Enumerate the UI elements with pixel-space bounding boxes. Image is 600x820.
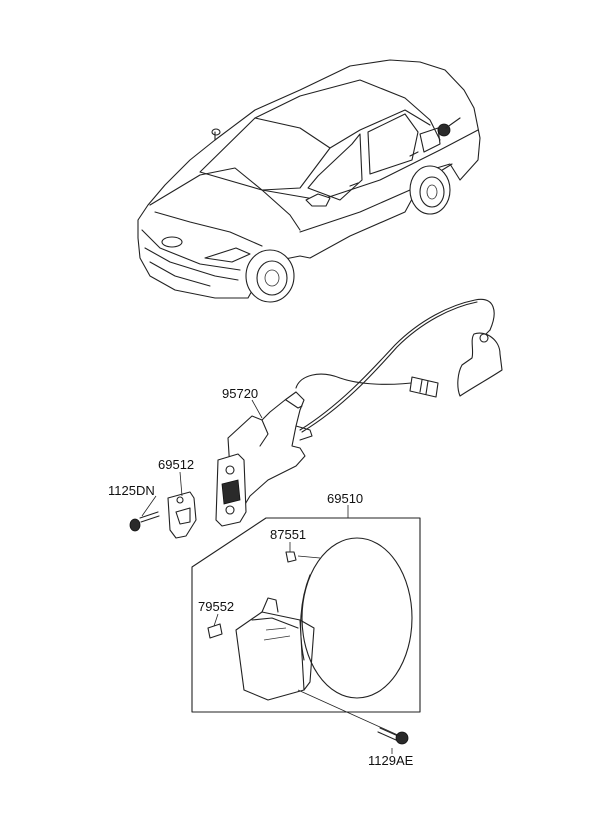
screw-1129ae — [377, 727, 409, 745]
label-79552: 79552 — [198, 599, 235, 614]
car-illustration — [137, 59, 481, 303]
leader-lines — [141, 399, 401, 754]
bumper-87551 — [285, 551, 297, 563]
release-cable-assembly — [227, 298, 503, 507]
label-69512: 69512 — [158, 457, 195, 472]
label-95720: 95720 — [222, 386, 259, 401]
screw-1125dn — [129, 511, 160, 532]
assembly-box — [191, 517, 421, 713]
filler-housing — [235, 597, 315, 701]
label-87551: 87551 — [270, 527, 307, 542]
fuel-filler-door — [300, 537, 413, 699]
label-1125dn: 1125DN — [108, 483, 155, 498]
label-69510: 69510 — [327, 491, 364, 506]
actuator-bracket — [167, 453, 247, 539]
label-1129ae: 1129AE — [368, 753, 414, 768]
bumper-79552 — [207, 623, 223, 639]
